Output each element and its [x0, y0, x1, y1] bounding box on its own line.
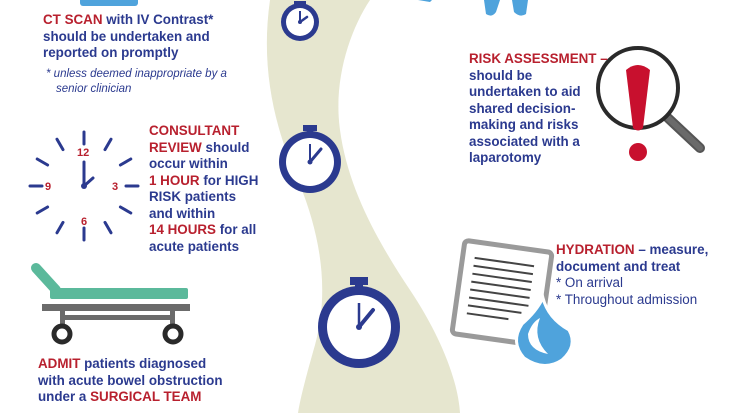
- one-hour-highlight: 1 HOUR: [149, 172, 200, 188]
- hydration-text: HYDRATION – measure, document and treat …: [556, 242, 708, 308]
- hydration-heading-rest: – measure,: [634, 242, 709, 257]
- stopwatch-icon: [318, 277, 400, 368]
- ct-scan-note: * unless deemed inappropriate by a senio…: [46, 67, 227, 97]
- consultant-review-line: 14 HOURS for all: [149, 222, 258, 239]
- consultant-review-line: 1 HOUR for HIGH: [149, 173, 258, 190]
- consultant-review-line-rest: should: [201, 139, 250, 155]
- hydration-line: document and treat: [556, 258, 681, 274]
- admit-text: ADMIT patients diagnosed with acute bowe…: [38, 356, 223, 406]
- ct-scan-heading-rest: with IV Contrast*: [102, 12, 214, 27]
- clock-number-12: 12: [77, 147, 89, 159]
- admit-line-rest: patients diagnosed: [80, 356, 207, 371]
- hydration-heading: HYDRATION: [556, 242, 635, 257]
- admit-line-pre: under a: [38, 389, 91, 404]
- magnifier-exclamation-icon: [596, 46, 705, 161]
- ct-scan-heading: CT SCAN: [43, 12, 103, 27]
- ct-scan-body-line: should be undertaken and: [43, 28, 210, 44]
- hospital-bed-icon: [31, 263, 190, 345]
- clock-number-9: 9: [45, 181, 51, 193]
- ct-scan-note-line: * unless deemed inappropriate by a: [46, 68, 227, 80]
- clock-number-3: 3: [112, 181, 118, 193]
- risk-assessment-line: laparotomy: [469, 150, 542, 165]
- winding-path: [266, 0, 460, 413]
- clock-number-6: 6: [81, 216, 87, 228]
- consultant-review-text: CONSULTANT REVIEW should occur within 1 …: [149, 123, 258, 255]
- top-left-icon-fragment: [80, 0, 138, 6]
- consultant-review-line: and within: [149, 205, 216, 221]
- fourteen-hours-highlight: 14 HOURS: [149, 222, 216, 237]
- consultant-review-line: acute patients: [149, 238, 240, 254]
- stopwatch-icon: [279, 125, 341, 193]
- hydration-bullet: * On arrival: [556, 275, 623, 290]
- ct-scan-heading-line: CT SCAN with IV Contrast*: [43, 12, 213, 29]
- risk-assessment-heading: RISK ASSESSMENT –: [469, 51, 608, 66]
- admit-line: ADMIT patients diagnosed: [38, 356, 223, 373]
- admit-line: with acute bowel obstruction: [38, 372, 223, 388]
- risk-assessment-text: RISK ASSESSMENT – should be undertaken t…: [469, 51, 608, 167]
- document-drop-icon: [449, 238, 574, 367]
- stopwatch-icon: [281, 1, 319, 41]
- risk-assessment-line: making and risks: [469, 117, 579, 132]
- admit-line: under a SURGICAL TEAM: [38, 389, 223, 406]
- consultant-review-line-rest: for HIGH: [199, 172, 259, 188]
- consultant-review-line: REVIEW should: [149, 140, 258, 157]
- hydration-bullet: * Throughout admission: [556, 291, 698, 307]
- hydration-heading-line: HYDRATION – measure,: [556, 242, 708, 259]
- surgical-team-highlight: SURGICAL TEAM: [90, 389, 202, 404]
- risk-assessment-line: associated with a: [469, 133, 580, 149]
- ct-scan-text: CT SCAN with IV Contrast* should be unde…: [43, 12, 213, 62]
- risk-assessment-line: should be: [469, 67, 533, 83]
- consultant-review-heading: CONSULTANT: [149, 123, 240, 138]
- consultant-review-heading-2: REVIEW: [149, 139, 202, 155]
- consultant-review-line-rest: for all: [215, 222, 257, 237]
- clock-icon: 12 3 6 9: [28, 130, 140, 242]
- consultant-review-line: occur within: [149, 156, 228, 171]
- ct-scan-note-line: senior clinician: [56, 83, 132, 95]
- ct-scan-body-line: reported on promptly: [43, 45, 179, 60]
- risk-assessment-line: undertaken to aid: [469, 84, 581, 99]
- risk-assessment-line: shared decision-: [469, 100, 576, 116]
- top-figure-fragment: [418, 0, 528, 16]
- admit-heading: ADMIT: [38, 356, 81, 371]
- consultant-review-line: RISK patients: [149, 189, 237, 204]
